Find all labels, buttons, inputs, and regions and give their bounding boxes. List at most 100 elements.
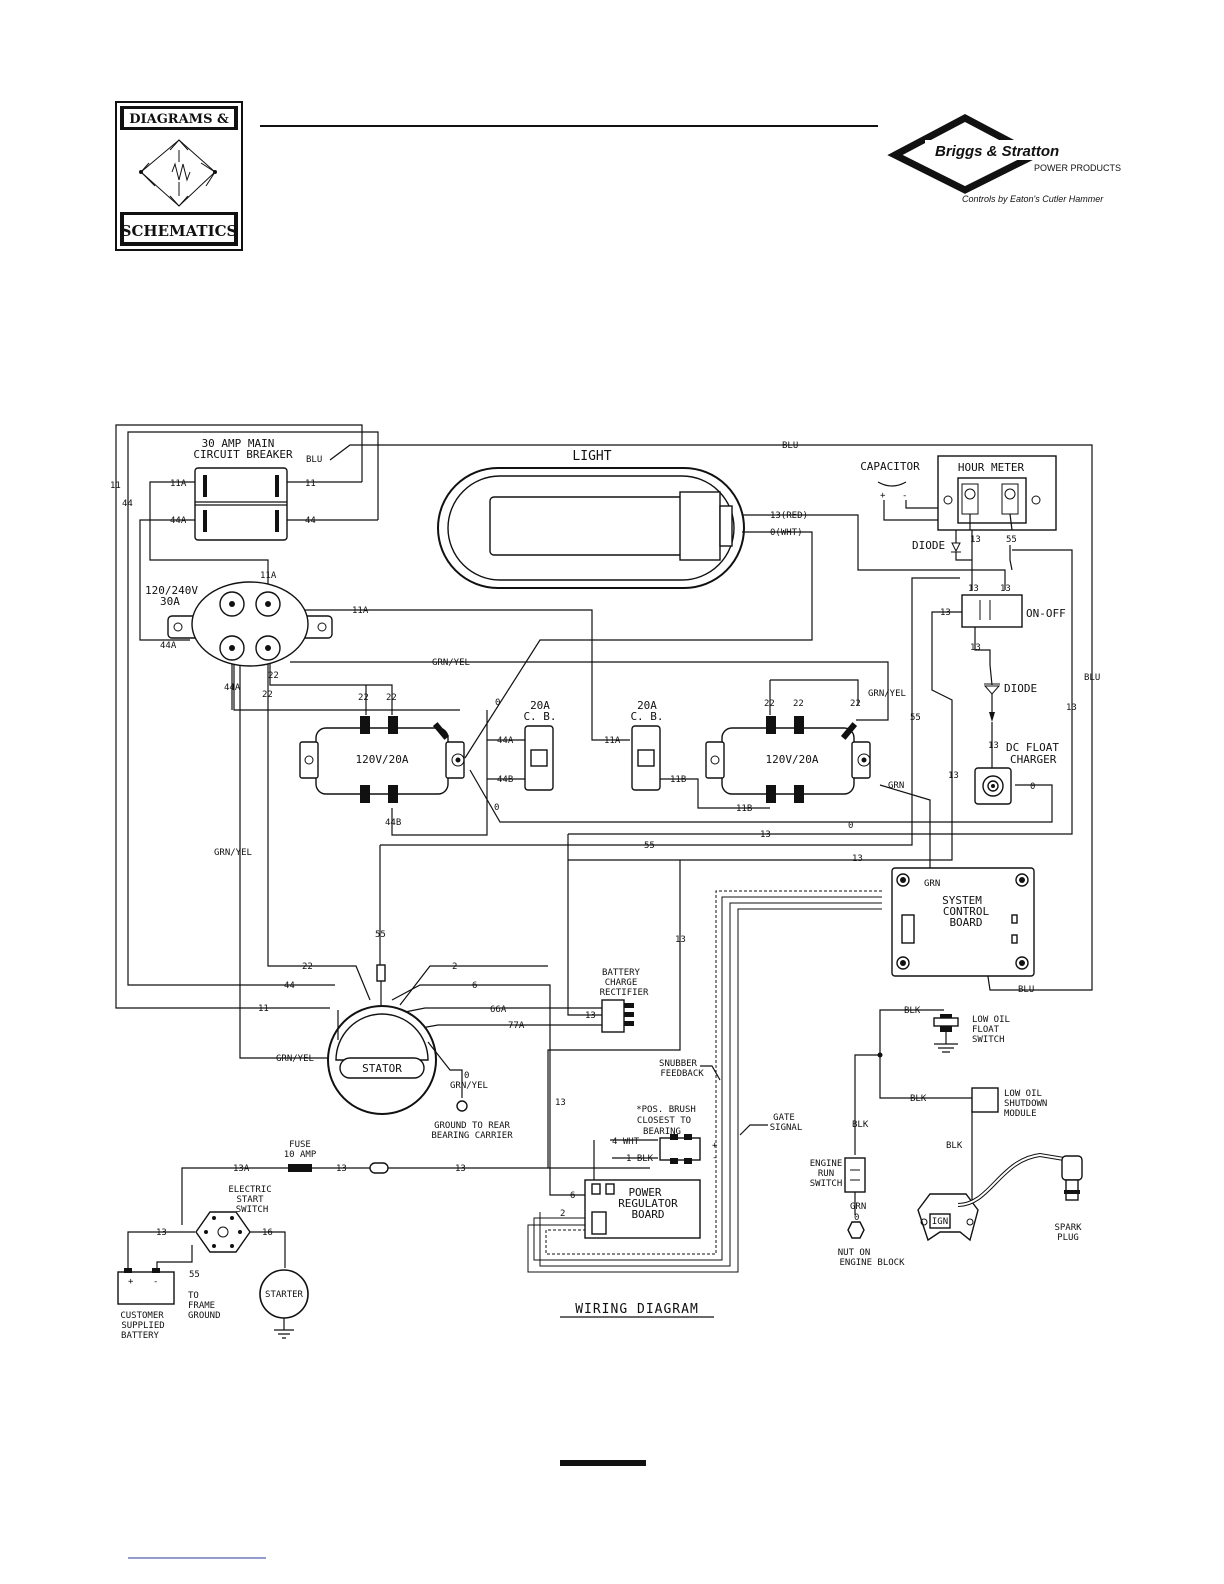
- wire-label: 11A: [170, 479, 187, 489]
- wire-label: 11A: [604, 736, 621, 746]
- wire-label: 22: [764, 699, 775, 709]
- wire-label: 44: [122, 499, 133, 509]
- wire-label: BLK: [852, 1120, 869, 1130]
- wire-label: 44B: [385, 818, 401, 828]
- low-oil-float-switch: LOW OIL FLOAT SWITCH: [877, 1014, 1010, 1058]
- frame-ground-2: FRAME: [188, 1301, 215, 1311]
- wire-label: 16: [262, 1228, 273, 1238]
- cb-left-label-2: C. B.: [523, 710, 556, 723]
- rectifier-label-1: BATTERY: [602, 968, 641, 978]
- receptacle-120v-right: 120V/20A: [705, 716, 871, 803]
- wire-label: 13: [948, 771, 959, 781]
- wire-label: GRN/YEL: [450, 1081, 488, 1091]
- wire-label: 11: [258, 1004, 269, 1014]
- wire-label: 55: [375, 930, 386, 940]
- receptacle-left-label: 120V/20A: [356, 753, 409, 766]
- frame-ground-3: GROUND: [188, 1311, 221, 1321]
- wire-label: 11A: [352, 606, 369, 616]
- low-oil-shutdown-module: LOW OIL SHUTDOWN MODULE: [971, 1087, 1047, 1119]
- wire-label: GRN/YEL: [868, 689, 906, 699]
- logo-bottom-text: SCHEMATICS: [121, 222, 238, 240]
- wire-label: BLK: [910, 1094, 927, 1104]
- wire-label: 55: [1006, 535, 1017, 545]
- brand-subtitle: POWER PRODUCTS: [1034, 163, 1121, 173]
- wire-label: 0: [494, 803, 499, 813]
- wire-label: 11B: [736, 804, 752, 814]
- cb-right-label-1: 20A: [637, 699, 657, 712]
- wire-label: 11B: [670, 775, 686, 785]
- diagram-title: WIRING DIAGRAM: [560, 1302, 714, 1318]
- ground-rear-note: GROUND TO REAR BEARING CARRIER: [431, 1121, 513, 1141]
- page-number-bar: [560, 1460, 646, 1466]
- dc-float-charger: DC FLOAT CHARGER: [974, 741, 1059, 805]
- wire-label: 77A: [508, 1021, 525, 1031]
- wire-label: 13: [852, 854, 863, 864]
- wire-label: 44A: [170, 516, 187, 526]
- wire-label: GRN: [924, 879, 940, 889]
- diode-mid-label: DIODE: [1004, 682, 1037, 695]
- wire-label: 22: [793, 699, 804, 709]
- stator-label: STATOR: [362, 1062, 402, 1075]
- wire-label: 13: [1000, 584, 1011, 594]
- wire-label: 13: [988, 741, 999, 751]
- wire-label: 6: [570, 1191, 575, 1201]
- start-switch-label-2: START: [236, 1195, 264, 1205]
- wire-label: 0: [495, 698, 500, 708]
- system-control-board: SYSTEM CONTROL BOARD: [891, 867, 1035, 977]
- wire-label: BLK: [904, 1006, 921, 1016]
- hour-meter-label: HOUR METER: [958, 461, 1025, 474]
- battery-label-2: SUPPLIED: [121, 1321, 164, 1331]
- wire-label: BLU: [306, 455, 322, 465]
- wire-label: 13: [760, 830, 771, 840]
- svg-text:+: +: [880, 491, 886, 501]
- brush-note-2: CLOSEST TO: [637, 1116, 691, 1126]
- fuse-label-1: FUSE: [289, 1140, 311, 1150]
- start-switch-label-3: SWITCH: [236, 1205, 269, 1215]
- ground-rear-label-1: GROUND TO REAR: [434, 1121, 510, 1131]
- wiring-diagram-title: WIRING DIAGRAM: [575, 1302, 699, 1317]
- gate-label-1: GATE: [773, 1113, 795, 1123]
- wire-label: 13: [970, 535, 981, 545]
- wire-label: 44A: [224, 683, 241, 693]
- wire-label: 44A: [497, 736, 514, 746]
- wire-label: 13: [585, 1011, 596, 1021]
- wire-label: 22: [386, 693, 397, 703]
- main-breaker-label-1: 30 AMP MAIN: [202, 437, 275, 450]
- wire-label: 44A: [160, 641, 177, 651]
- system-board-label-2: CONTROL: [943, 905, 990, 918]
- bridge-rectifier-icon: [139, 139, 217, 207]
- battery-label-3: BATTERY: [121, 1331, 160, 1341]
- wire-harness: [115, 424, 1093, 1295]
- hour-meter: HOUR METER: [937, 455, 1057, 531]
- wire-label: 55: [910, 713, 921, 723]
- wire-label: 44: [284, 981, 295, 991]
- wire-label: 4 WHT: [612, 1137, 640, 1147]
- low-oil-float-1: LOW OIL: [972, 1015, 1010, 1025]
- wire-label: BLK: [946, 1141, 963, 1151]
- stator: STATOR: [327, 964, 468, 1115]
- wire-label: 0: [854, 1213, 859, 1223]
- svg-text:-: -: [153, 1277, 158, 1287]
- wire-label: 1 BLK: [626, 1154, 654, 1164]
- wire-label: 0(WHT): [770, 528, 803, 538]
- snubber-feedback-label: SNUBBER FEEDBACK: [659, 1059, 721, 1081]
- rectifier-label-3: RECTIFIER: [600, 988, 649, 998]
- wire-label: 13: [336, 1164, 347, 1174]
- light-fixture: LIGHT: [437, 449, 745, 589]
- svg-text:-: -: [902, 491, 907, 501]
- wire-label: 13: [555, 1098, 566, 1108]
- wire-label: GRN: [888, 781, 904, 791]
- diode-top: DIODE: [912, 530, 1013, 590]
- brush-assembly: *POS. BRUSH CLOSEST TO BEARING: [636, 1105, 701, 1164]
- brand-tagline: Controls by Eaton's Cutler Hammer: [962, 194, 1104, 204]
- fuse-label-2: 10 AMP: [284, 1150, 317, 1160]
- low-oil-module-3: MODULE: [1004, 1109, 1037, 1119]
- wire-label: 13: [675, 935, 686, 945]
- wire-label: 44: [305, 516, 316, 526]
- low-oil-module-1: LOW OIL: [1004, 1089, 1042, 1099]
- wire-label: 22: [268, 671, 279, 681]
- diode-mid: DIODE: [983, 682, 1037, 770]
- customer-battery: + - CUSTOMER SUPPLIED BATTERY: [117, 1268, 175, 1341]
- cb-right-label-2: C. B.: [630, 710, 663, 723]
